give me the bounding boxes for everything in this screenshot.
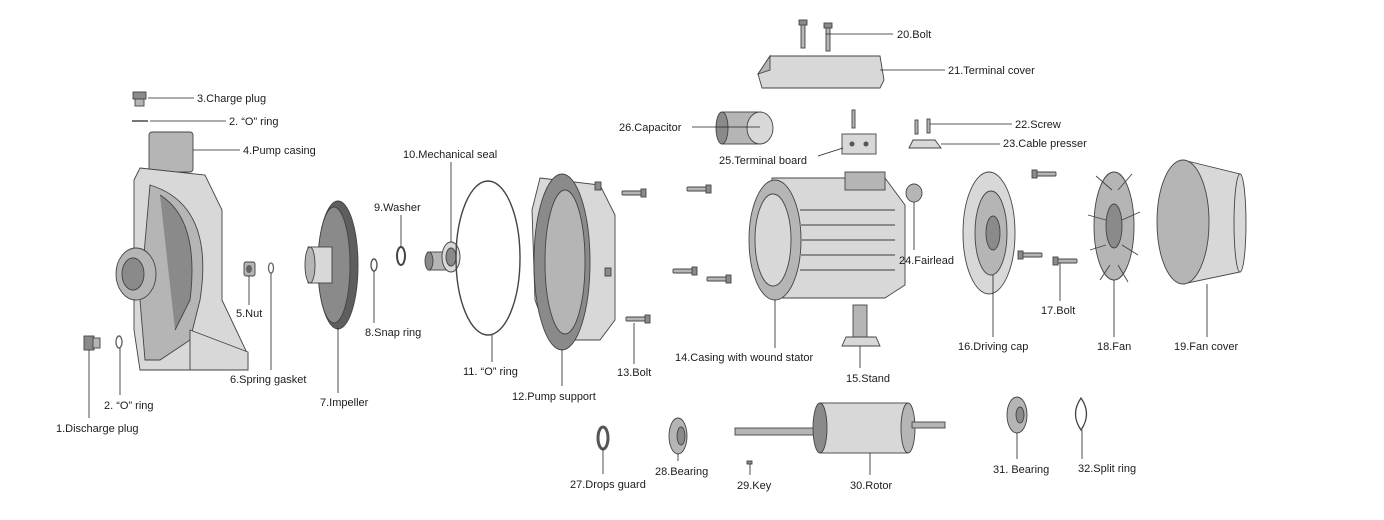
label-bolt-20: 20.Bolt <box>897 29 931 41</box>
key-part <box>746 460 753 465</box>
discharge-plug-part <box>83 335 101 351</box>
label-pump-casing: 4.Pump casing <box>243 145 316 157</box>
cap-bolts-part <box>1017 169 1078 266</box>
label-drops-guard: 27.Drops guard <box>570 479 646 491</box>
label-snap-ring: 8.Snap ring <box>365 327 421 339</box>
stand-part <box>841 304 881 347</box>
fan-cover-part <box>1156 159 1247 285</box>
terminal-board-part <box>841 109 877 155</box>
pump-support-part <box>531 173 616 351</box>
label-bolt-17: 17.Bolt <box>1041 305 1075 317</box>
label-spring-gasket: 6.Spring gasket <box>230 374 306 386</box>
mechanical-seal-part <box>424 241 461 273</box>
charge-plug-part <box>132 91 147 107</box>
washer-part <box>396 246 406 266</box>
driving-cap-part <box>962 171 1016 295</box>
fan-part <box>1087 171 1141 283</box>
label-bearing-31: 31. Bearing <box>993 464 1049 476</box>
label-large-o-ring: 11. “O” ring <box>463 366 518 378</box>
drops-guard-part <box>596 425 610 451</box>
label-rotor: 30.Rotor <box>850 480 893 492</box>
large-o-ring-part <box>455 180 521 336</box>
leader-lines <box>88 33 1208 475</box>
fairlead-part <box>905 183 923 203</box>
label-key: 29.Key <box>737 480 772 492</box>
cable-presser-part <box>908 139 942 149</box>
label-bearing-28: 28.Bearing <box>655 466 708 478</box>
screws-part <box>914 118 931 135</box>
label-o-ring-bottom: 2. “O” ring <box>104 400 154 412</box>
label-pump-support: 12.Pump support <box>512 391 596 403</box>
label-fan-cover: 19.Fan cover <box>1174 341 1239 353</box>
label-stator-casing: 14.Casing with wound stator <box>675 352 814 364</box>
label-terminal-cover: 21.Terminal cover <box>948 65 1035 77</box>
label-impeller: 7.Impeller <box>320 397 369 409</box>
label-discharge-plug: 1.Discharge plug <box>56 423 139 435</box>
label-mechanical-seal: 10.Mechanical seal <box>403 149 497 161</box>
label-washer: 9.Washer <box>374 202 421 214</box>
label-driving-cap: 16.Driving cap <box>958 341 1028 353</box>
pump-casing-part <box>115 131 249 371</box>
snap-ring-part <box>370 258 378 272</box>
label-o-ring-top: 2. “O” ring <box>229 116 279 128</box>
terminal-cover-part <box>756 54 885 89</box>
label-split-ring: 32.Split ring <box>1078 463 1136 475</box>
label-capacitor: 26.Capacitor <box>619 122 682 134</box>
spring-gasket-part <box>267 262 275 274</box>
rotor-part <box>734 402 946 454</box>
bearing-28-part <box>668 417 688 455</box>
part-labels: 1.Discharge plug 2. “O” ring 2. “O” ring… <box>56 29 1239 492</box>
label-stand: 15.Stand <box>846 373 890 385</box>
label-fairlead: 24.Fairlead <box>899 255 954 267</box>
bearing-31-part <box>1006 396 1028 434</box>
split-ring-part <box>1074 396 1088 432</box>
label-bolt-13: 13.Bolt <box>617 367 651 379</box>
terminal-bolts-part <box>798 19 833 52</box>
label-screw: 22.Screw <box>1015 119 1061 131</box>
label-fan: 18.Fan <box>1097 341 1131 353</box>
label-nut: 5.Nut <box>236 308 262 320</box>
label-charge-plug: 3.Charge plug <box>197 93 266 105</box>
label-terminal-board: 25.Terminal board <box>719 155 807 167</box>
impeller-part <box>304 200 359 330</box>
o-ring-bottom-part <box>115 335 123 349</box>
label-cable-presser: 23.Cable presser <box>1003 138 1087 150</box>
capacitor-part <box>715 111 774 145</box>
support-bolts-part <box>621 184 732 324</box>
nut-part <box>243 261 256 277</box>
stator-casing-part <box>748 171 906 301</box>
